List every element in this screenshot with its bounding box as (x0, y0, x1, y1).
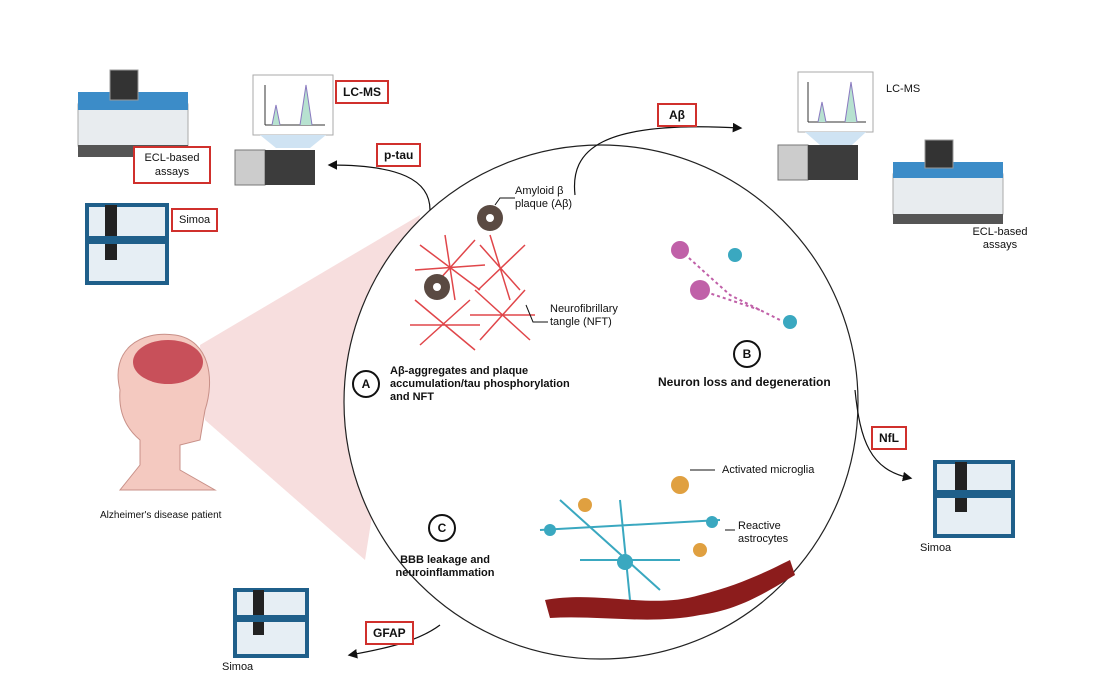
neurofibrillary-tangles-icon (410, 234, 535, 351)
amyloid-label: Amyloid β plaque (Aβ) (515, 185, 573, 210)
lcms-left-label: LC-MS (335, 80, 389, 104)
lcms-right-label: LC-MS (886, 83, 921, 95)
microglia-label: Activated microglia (722, 464, 815, 476)
abeta-label: Aβ (657, 103, 697, 127)
lcms-instrument-left-icon (234, 74, 334, 186)
simoa-bottom-label: Simoa (222, 661, 254, 673)
microglia-icon (671, 476, 689, 494)
section-b-label: Neuron loss and degeneration (658, 375, 831, 389)
nft-label: Neurofibrillary tangle (NFT) (550, 303, 618, 328)
blood-vessel-icon (545, 560, 795, 620)
simoa-instrument-left-icon (85, 203, 169, 285)
astrocytes-label: Reactive astrocytes (738, 520, 789, 545)
simoa-instrument-right-icon (933, 460, 1015, 538)
ptau-label: p-tau (376, 143, 422, 167)
simoa-instrument-bottom-icon (233, 588, 309, 658)
ecl-instrument-left-icon (77, 69, 189, 157)
section-a-label: Aβ-aggregates and plaque accumulation/ta… (390, 365, 570, 403)
ecl-left-label: ECL-based assays (133, 146, 211, 184)
nfl-arrow (854, 389, 913, 482)
section-a-marker: A (352, 370, 380, 398)
patient-head-icon (117, 333, 217, 491)
neurons-icon (671, 241, 797, 329)
simoa-left-label: Simoa (171, 208, 219, 232)
lcms-instrument-right-icon (777, 71, 874, 181)
gfap-label: GFAP (365, 621, 414, 645)
section-b-marker: B (733, 340, 761, 368)
simoa-right-label: Simoa (920, 542, 952, 554)
ptau-arrow (327, 160, 431, 211)
section-c-label: BBB leakage and neuroinflammation (395, 554, 495, 579)
ecl-right-label: ECL-based assays (972, 226, 1028, 251)
astrocytes-icon (539, 499, 721, 601)
ecl-instrument-right-icon (892, 139, 1004, 224)
section-c-marker: C (428, 514, 456, 542)
patient-label: Alzheimer's disease patient (100, 510, 222, 521)
nfl-label: NfL (871, 426, 907, 450)
